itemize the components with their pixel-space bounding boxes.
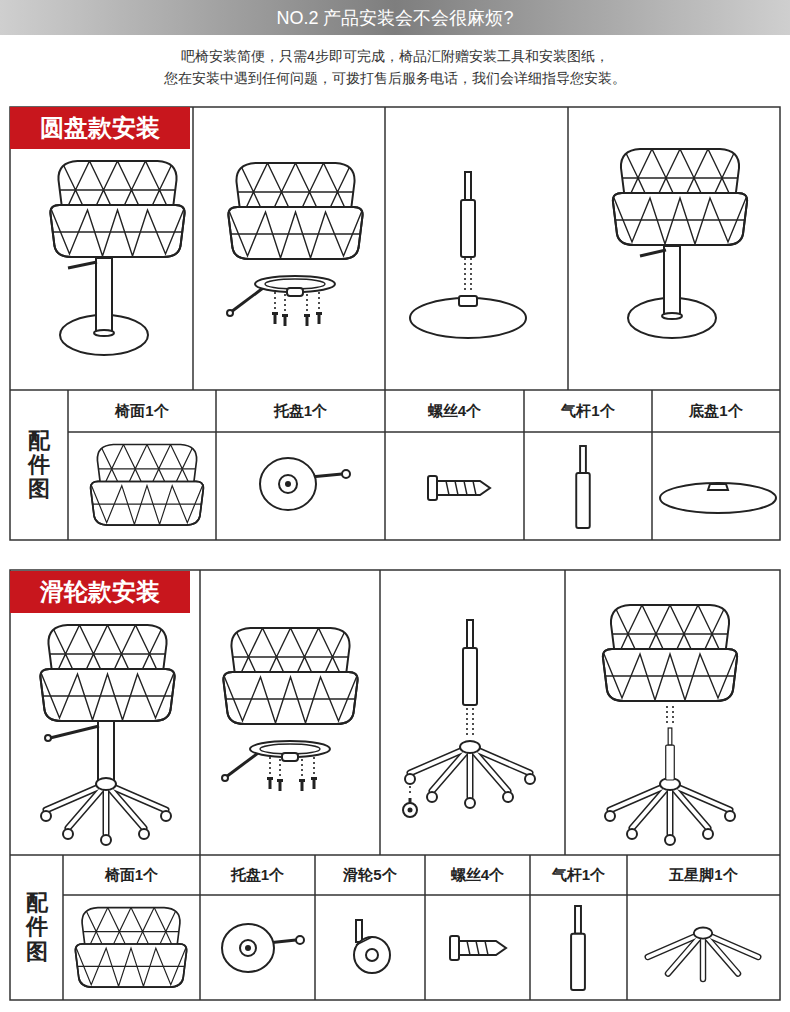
section-title: 圆盘款安装 <box>40 114 160 143</box>
page-title: NO.2 产品安装会不会很麻烦? <box>0 0 790 35</box>
vertical-cell: 配件图 <box>10 390 68 540</box>
cell-label: 您在安装中遇到任何问题，可拨打售后服务电话，我们会详细指导您安装。 <box>0 68 790 90</box>
cell-label: 螺丝4个 <box>385 390 524 432</box>
screw-part <box>428 476 490 500</box>
vertical-cell: 配件图 <box>10 855 63 1000</box>
table-grid <box>10 107 780 540</box>
caster-part <box>354 920 390 973</box>
seat-part <box>75 908 188 988</box>
seat-and-tray <box>227 163 364 326</box>
assembled-chair <box>612 149 748 338</box>
screw-part <box>450 936 506 960</box>
table-grid <box>10 570 780 1000</box>
cell-label: 托盘1个 <box>216 390 385 432</box>
cell-label: 螺丝4个 <box>425 855 530 895</box>
disc-part <box>660 483 776 513</box>
lift-part <box>576 446 590 528</box>
tray-part <box>222 924 304 972</box>
cell-label: 底盘1个 <box>652 390 780 432</box>
section-title: 滑轮款安装 <box>40 578 160 607</box>
lift-into-star-base <box>403 620 535 817</box>
assembled-caster-chair <box>602 605 738 845</box>
cell-label: 托盘1个 <box>200 855 315 895</box>
cell-label: 椅面1个 <box>68 390 216 432</box>
header-bar <box>0 0 790 35</box>
caster-chair <box>40 625 176 845</box>
vertical-label: 配件图 <box>28 429 50 502</box>
cell-label: 椅面1个 <box>63 855 200 895</box>
cell-label: 吧椅安装简便，只需4步即可完成，椅品汇附赠安装工具和安装图纸， <box>0 46 790 68</box>
star-base-part <box>648 928 759 980</box>
tray-part <box>260 458 350 510</box>
lift-part <box>571 906 585 990</box>
round-base-chair <box>50 161 186 355</box>
cell-label: 滑轮5个 <box>315 855 425 895</box>
cell-label: 气杆1个 <box>530 855 627 895</box>
lift-into-base <box>410 172 526 338</box>
seat-part <box>90 445 204 526</box>
seat-and-tray <box>222 628 359 791</box>
section-band: 圆盘款安装 <box>10 107 190 149</box>
section-band: 滑轮款安装 <box>10 571 190 613</box>
cell-label: 五星脚1个 <box>627 855 780 895</box>
cell-label: 气杆1个 <box>524 390 652 432</box>
vertical-label: 配件图 <box>26 891 48 964</box>
